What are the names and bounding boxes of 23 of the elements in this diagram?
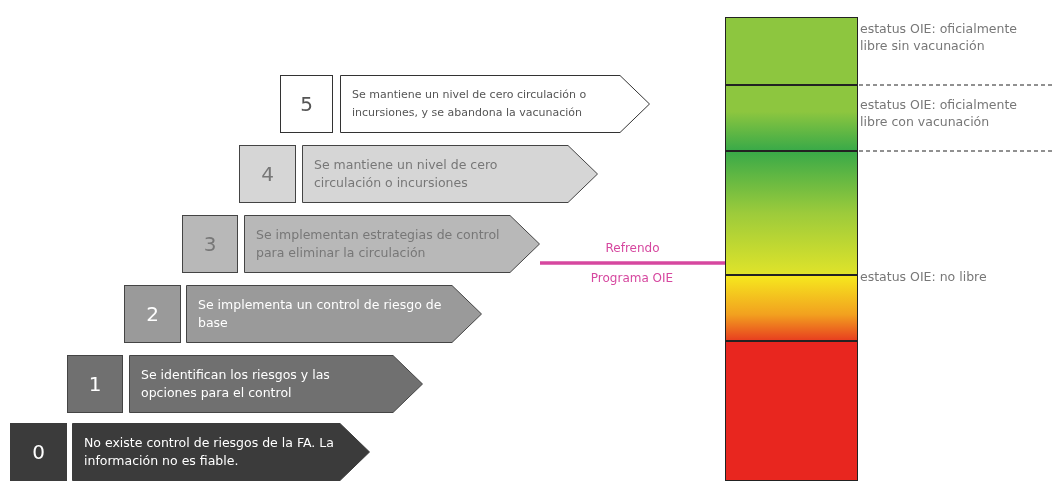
status-bar-segment [725, 151, 858, 275]
chevron-step: No existe control de riesgos de la FA. La información no es fiable. [72, 423, 370, 481]
level-number-box: 3 [182, 215, 238, 273]
chevron-step: Se implementa un control de riesgo de base [186, 285, 482, 343]
status-label: estatus OIE: no libre [860, 268, 988, 285]
level-number-box: 0 [10, 423, 67, 481]
level-number-box: 5 [280, 75, 333, 133]
status-bar-segment [725, 17, 858, 85]
status-label: estatus OIE: oficialmente libre con vacunación [860, 96, 1019, 130]
edge-label: Refrendo [603, 241, 662, 255]
note-label: Programa OIE [588, 271, 676, 285]
status-bar-segment [725, 341, 858, 481]
status-bar-segment [725, 275, 858, 341]
connector-line [540, 261, 725, 265]
chevron-step: Se implementan estrategias de control para eliminar la circulación [244, 215, 540, 273]
level-number-box: 4 [239, 145, 296, 203]
level-number-box: 2 [124, 285, 181, 343]
chevron-step: Se identifican los riesgos y las opciones para el control [129, 355, 423, 413]
status-bar-segment [725, 85, 858, 151]
chevron-step: Se mantiene un nivel de cero circulación o incursiones, y se abandona la vacunación [340, 75, 650, 133]
chevron-step: Se mantiene un nivel de cero circulación o incursiones [302, 145, 598, 203]
level-number-box: 1 [67, 355, 123, 413]
status-label: estatus OIE: oficialmente libre sin vacunación [860, 20, 1019, 54]
